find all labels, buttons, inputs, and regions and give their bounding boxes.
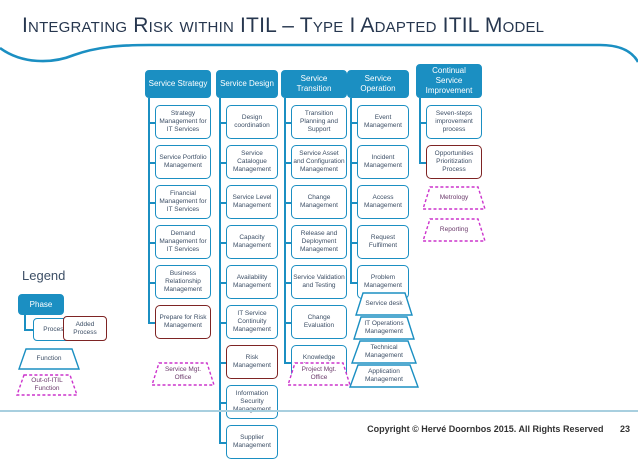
process-seven-steps-improvement-process[interactable]: Seven-steps improvement process xyxy=(426,105,482,139)
connector-stub xyxy=(148,322,157,324)
phase-header-service-operation[interactable]: Service Operation xyxy=(347,70,409,98)
process-change-evaluation[interactable]: Change Evaluation xyxy=(291,305,347,339)
connector-stub xyxy=(219,362,228,364)
connector-stub xyxy=(350,242,359,244)
connector-stub xyxy=(148,202,157,204)
process-availability-management[interactable]: Availability Management xyxy=(226,265,278,299)
connector-spine xyxy=(419,98,421,162)
connector-stub xyxy=(148,282,157,284)
page-title: Integrating Risk within ITIL – Type I Ad… xyxy=(22,14,545,37)
process-business-relationship-management[interactable]: Business Relationship Management xyxy=(155,265,211,299)
added-process-opportunities-prioritization-process[interactable]: Opportunities Prioritization Process xyxy=(426,145,482,179)
process-service-asset-and-configuration-management[interactable]: Service Asset and Configuration Manageme… xyxy=(291,145,347,179)
function-it-operations-management: IT Operations Management xyxy=(353,316,415,340)
phase-header-service-transition[interactable]: Service Transition xyxy=(281,70,347,98)
phase-header-service-design[interactable]: Service Design xyxy=(216,70,278,98)
connector-stub xyxy=(219,202,228,204)
process-incident-management[interactable]: Incident Management xyxy=(357,145,409,179)
connector-stub xyxy=(284,242,293,244)
process-demand-management-for-it-services[interactable]: Demand Management for IT Services xyxy=(155,225,211,259)
connector-stub xyxy=(284,322,293,324)
shape-label: Project Mgt. Office xyxy=(301,366,337,381)
process-access-management[interactable]: Access Management xyxy=(357,185,409,219)
copyright-text: Copyright © Hervé Doornbos 2015. All Rig… xyxy=(367,424,604,434)
connector-stub xyxy=(284,362,293,364)
connector-stub xyxy=(219,322,228,324)
connector-stub xyxy=(419,162,428,164)
connector-stub xyxy=(350,122,359,124)
legend-item-function: Function xyxy=(18,348,80,370)
shape-label: Application Management xyxy=(365,368,403,383)
connector-stub xyxy=(219,162,228,164)
connector-stub xyxy=(148,122,157,124)
connector-stub xyxy=(219,282,228,284)
process-financial-management-for-it-services[interactable]: Financial Management for IT Services xyxy=(155,185,211,219)
process-transition-planning-and-support[interactable]: Transition Planning and Support xyxy=(291,105,347,139)
legend-item-added-process: Added Process xyxy=(63,316,107,341)
process-service-catalogue-management[interactable]: Service Catalogue Management xyxy=(226,145,278,179)
legend-heading: Legend xyxy=(22,268,66,283)
process-strategy-management-for-it-services[interactable]: Strategy Management for IT Services xyxy=(155,105,211,139)
process-service-portfolio-management[interactable]: Service Portfolio Management xyxy=(155,145,211,179)
connector-stub xyxy=(148,162,157,164)
legend-connector xyxy=(24,315,26,330)
process-event-management[interactable]: Event Management xyxy=(357,105,409,139)
function-application-management: Application Management xyxy=(349,364,419,388)
connector-stub xyxy=(284,282,293,284)
out-of-itil-function-metrology: Metrology xyxy=(422,186,486,210)
connector-stub xyxy=(148,242,157,244)
shape-label: Service Mgt. Office xyxy=(164,366,202,381)
process-it-service-continuity-management[interactable]: IT Service Continuity Management xyxy=(226,305,278,339)
legend-item-phase: Phase xyxy=(18,294,64,315)
out-of-itil-function-service-mgt-office: Service Mgt. Office xyxy=(151,362,215,386)
connector-stub xyxy=(350,162,359,164)
connector-stub xyxy=(350,282,359,284)
function-technical-management: Technical Management xyxy=(351,340,417,364)
connector-stub xyxy=(219,242,228,244)
process-release-and-deployment-management[interactable]: Release and Deployment Management xyxy=(291,225,347,259)
process-service-level-management[interactable]: Service Level Management xyxy=(226,185,278,219)
process-supplier-management[interactable]: Supplier Management xyxy=(226,425,278,459)
footer-divider xyxy=(0,410,638,412)
function-service-desk: Service desk xyxy=(355,292,413,316)
process-information-security-management[interactable]: Information Security Management xyxy=(226,385,278,419)
shape-label: Function xyxy=(36,355,62,362)
process-change-management[interactable]: Change Management xyxy=(291,185,347,219)
out-of-itil-function-reporting: Reporting xyxy=(422,218,486,242)
connector-stub xyxy=(419,122,428,124)
phase-header-continual-service-improvement[interactable]: Continual Service Improvement xyxy=(416,64,482,98)
connector-stub xyxy=(284,122,293,124)
connector-stub xyxy=(219,122,228,124)
shape-label: Service desk xyxy=(365,300,403,307)
process-request-fulfilment[interactable]: Request Fulfilment xyxy=(357,225,409,259)
page-number: 23 xyxy=(619,424,630,434)
connector-spine xyxy=(148,98,150,322)
connector-stub xyxy=(350,202,359,204)
process-service-validation-and-testing[interactable]: Service Validation and Testing xyxy=(291,265,347,299)
shape-label: Reporting xyxy=(439,226,469,233)
title-decorative-swoosh xyxy=(0,43,638,63)
process-capacity-management[interactable]: Capacity Management xyxy=(226,225,278,259)
phase-header-service-strategy[interactable]: Service Strategy xyxy=(145,70,211,98)
connector-spine xyxy=(219,98,221,442)
connector-stub xyxy=(284,202,293,204)
added-process-prepare-for-risk-management[interactable]: Prepare for Risk Management xyxy=(155,305,211,339)
connector-stub xyxy=(284,162,293,164)
added-process-risk-management[interactable]: Risk Management xyxy=(226,345,278,379)
legend-item-out-of-itil-function: Out-of-ITIL Function xyxy=(16,374,78,396)
shape-label: Metrology xyxy=(439,194,469,201)
connector-spine xyxy=(284,98,286,362)
shape-label: IT Operations Management xyxy=(364,320,404,335)
process-design-coordination[interactable]: Design coordination xyxy=(226,105,278,139)
connector-stub xyxy=(219,402,228,404)
shape-label: Technical Management xyxy=(365,344,403,359)
legend-connector xyxy=(24,329,34,331)
connector-spine xyxy=(350,98,352,282)
out-of-itil-function-project-mgt-office: Project Mgt. Office xyxy=(287,362,351,386)
footer: Copyright © Hervé Doornbos 2015. All Rig… xyxy=(367,424,630,434)
shape-label: Out-of-ITIL Function xyxy=(31,377,63,392)
